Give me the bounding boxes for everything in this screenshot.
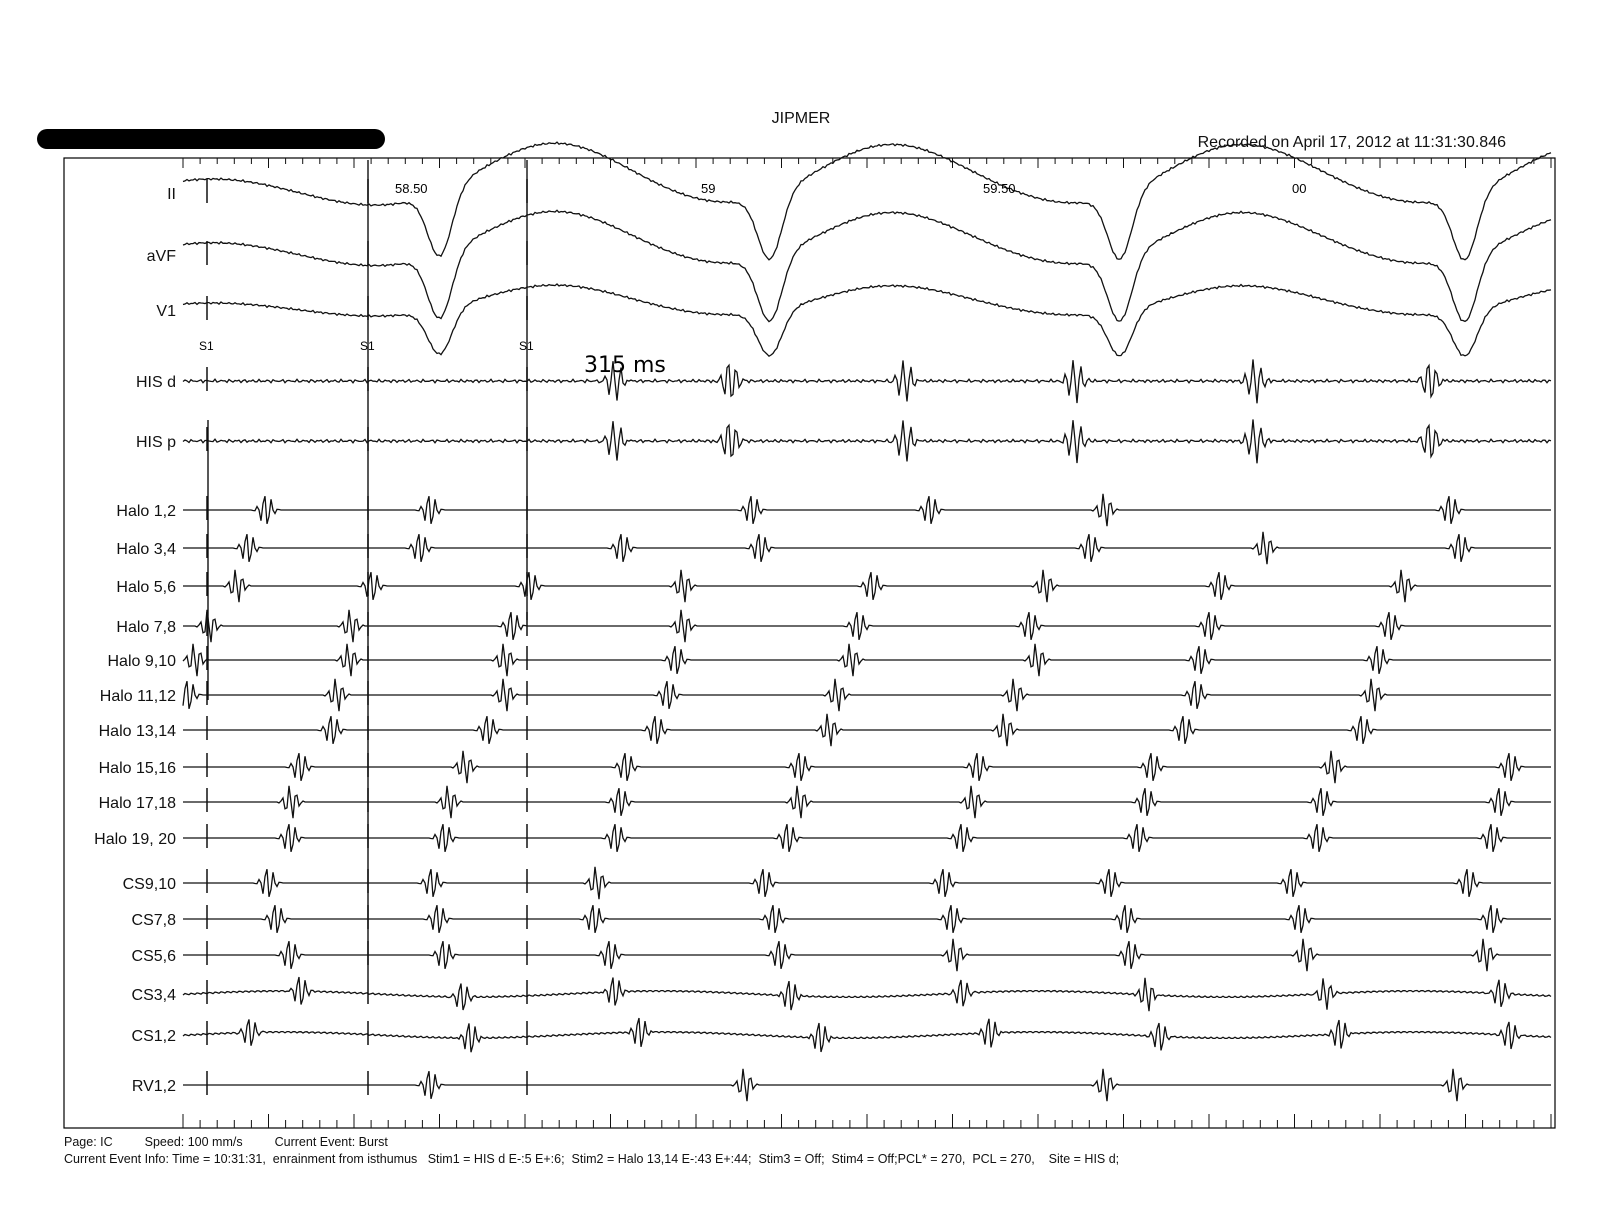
stim-marker-label: S1 <box>360 339 375 353</box>
channel-label: Halo 19, 20 <box>94 831 176 848</box>
channel-trace <box>183 866 1551 900</box>
channel-trace <box>183 938 1551 972</box>
channel-trace <box>183 824 1551 852</box>
channel-label: HIS d <box>136 374 176 391</box>
channel-label: Halo 11,12 <box>100 688 176 705</box>
channel-trace <box>182 283 1552 358</box>
page-title: JIPMER <box>771 110 831 127</box>
channel-label: Halo 9,10 <box>108 653 177 670</box>
channel-trace <box>183 713 1551 747</box>
footer-speed: Speed: 100 mm/s <box>144 1135 243 1149</box>
channel-trace <box>183 609 1551 643</box>
channel-label: aVF <box>147 248 177 265</box>
x-tick-label: 58.50 <box>395 181 428 196</box>
channel-label: Halo 13,14 <box>99 723 176 740</box>
channel-label: CS5,6 <box>132 948 177 965</box>
channel-label: Halo 1,2 <box>116 503 176 520</box>
channel-trace <box>182 976 1552 1012</box>
channel-trace <box>182 419 1552 464</box>
channel-label: V1 <box>156 303 176 320</box>
channel-trace <box>182 141 1552 261</box>
channel-trace <box>183 531 1551 565</box>
channel-trace <box>183 569 1551 603</box>
x-tick-label: 00 <box>1292 181 1306 196</box>
channel-label: II <box>167 186 176 203</box>
plot-frame <box>63 157 1556 1129</box>
channel-label: RV1,2 <box>132 1078 176 1095</box>
stim-marker-label: S1 <box>519 339 534 353</box>
channel-trace <box>182 359 1552 404</box>
redaction-bar <box>37 129 385 149</box>
footer-current-event: Current Event: Burst <box>274 1135 388 1149</box>
channel-trace <box>183 905 1551 933</box>
footer-event-info: Current Event Info: Time = 10:31:31, enr… <box>64 1152 1120 1166</box>
channel-label: CS1,2 <box>132 1028 177 1045</box>
channel-label: Halo 3,4 <box>116 541 176 558</box>
channel-label: CS3,4 <box>132 987 177 1004</box>
stim-marker-label: S1 <box>199 339 214 353</box>
recorded-timestamp: Recorded on April 17, 2012 at 11:31:30.8… <box>1197 134 1506 151</box>
footer-page: Page: IC <box>64 1135 113 1149</box>
channel-trace <box>183 750 1551 784</box>
channel-trace <box>183 785 1551 819</box>
x-tick-label: 59.50 <box>983 181 1016 196</box>
channel-label: CS9,10 <box>123 876 176 893</box>
interval-annotation: 315 ms <box>584 353 666 378</box>
channel-trace <box>182 1017 1552 1053</box>
channel-trace <box>183 1068 1551 1102</box>
channel-trace <box>182 678 1551 712</box>
channel-label: Halo 7,8 <box>116 619 176 636</box>
channel-label: Halo 5,6 <box>116 579 176 596</box>
channel-label: HIS p <box>136 434 176 451</box>
channel-trace <box>183 493 1551 527</box>
channel-trace <box>182 643 1551 677</box>
channel-label: Halo 17,18 <box>99 795 176 812</box>
channel-label: Halo 15,16 <box>99 760 176 777</box>
channel-label: CS7,8 <box>132 912 177 929</box>
x-tick-label: 59 <box>701 181 715 196</box>
channel-trace <box>182 209 1552 323</box>
footer-line-1: Page: IC Speed: 100 mm/s Current Event: Bu… <box>64 1135 420 1149</box>
